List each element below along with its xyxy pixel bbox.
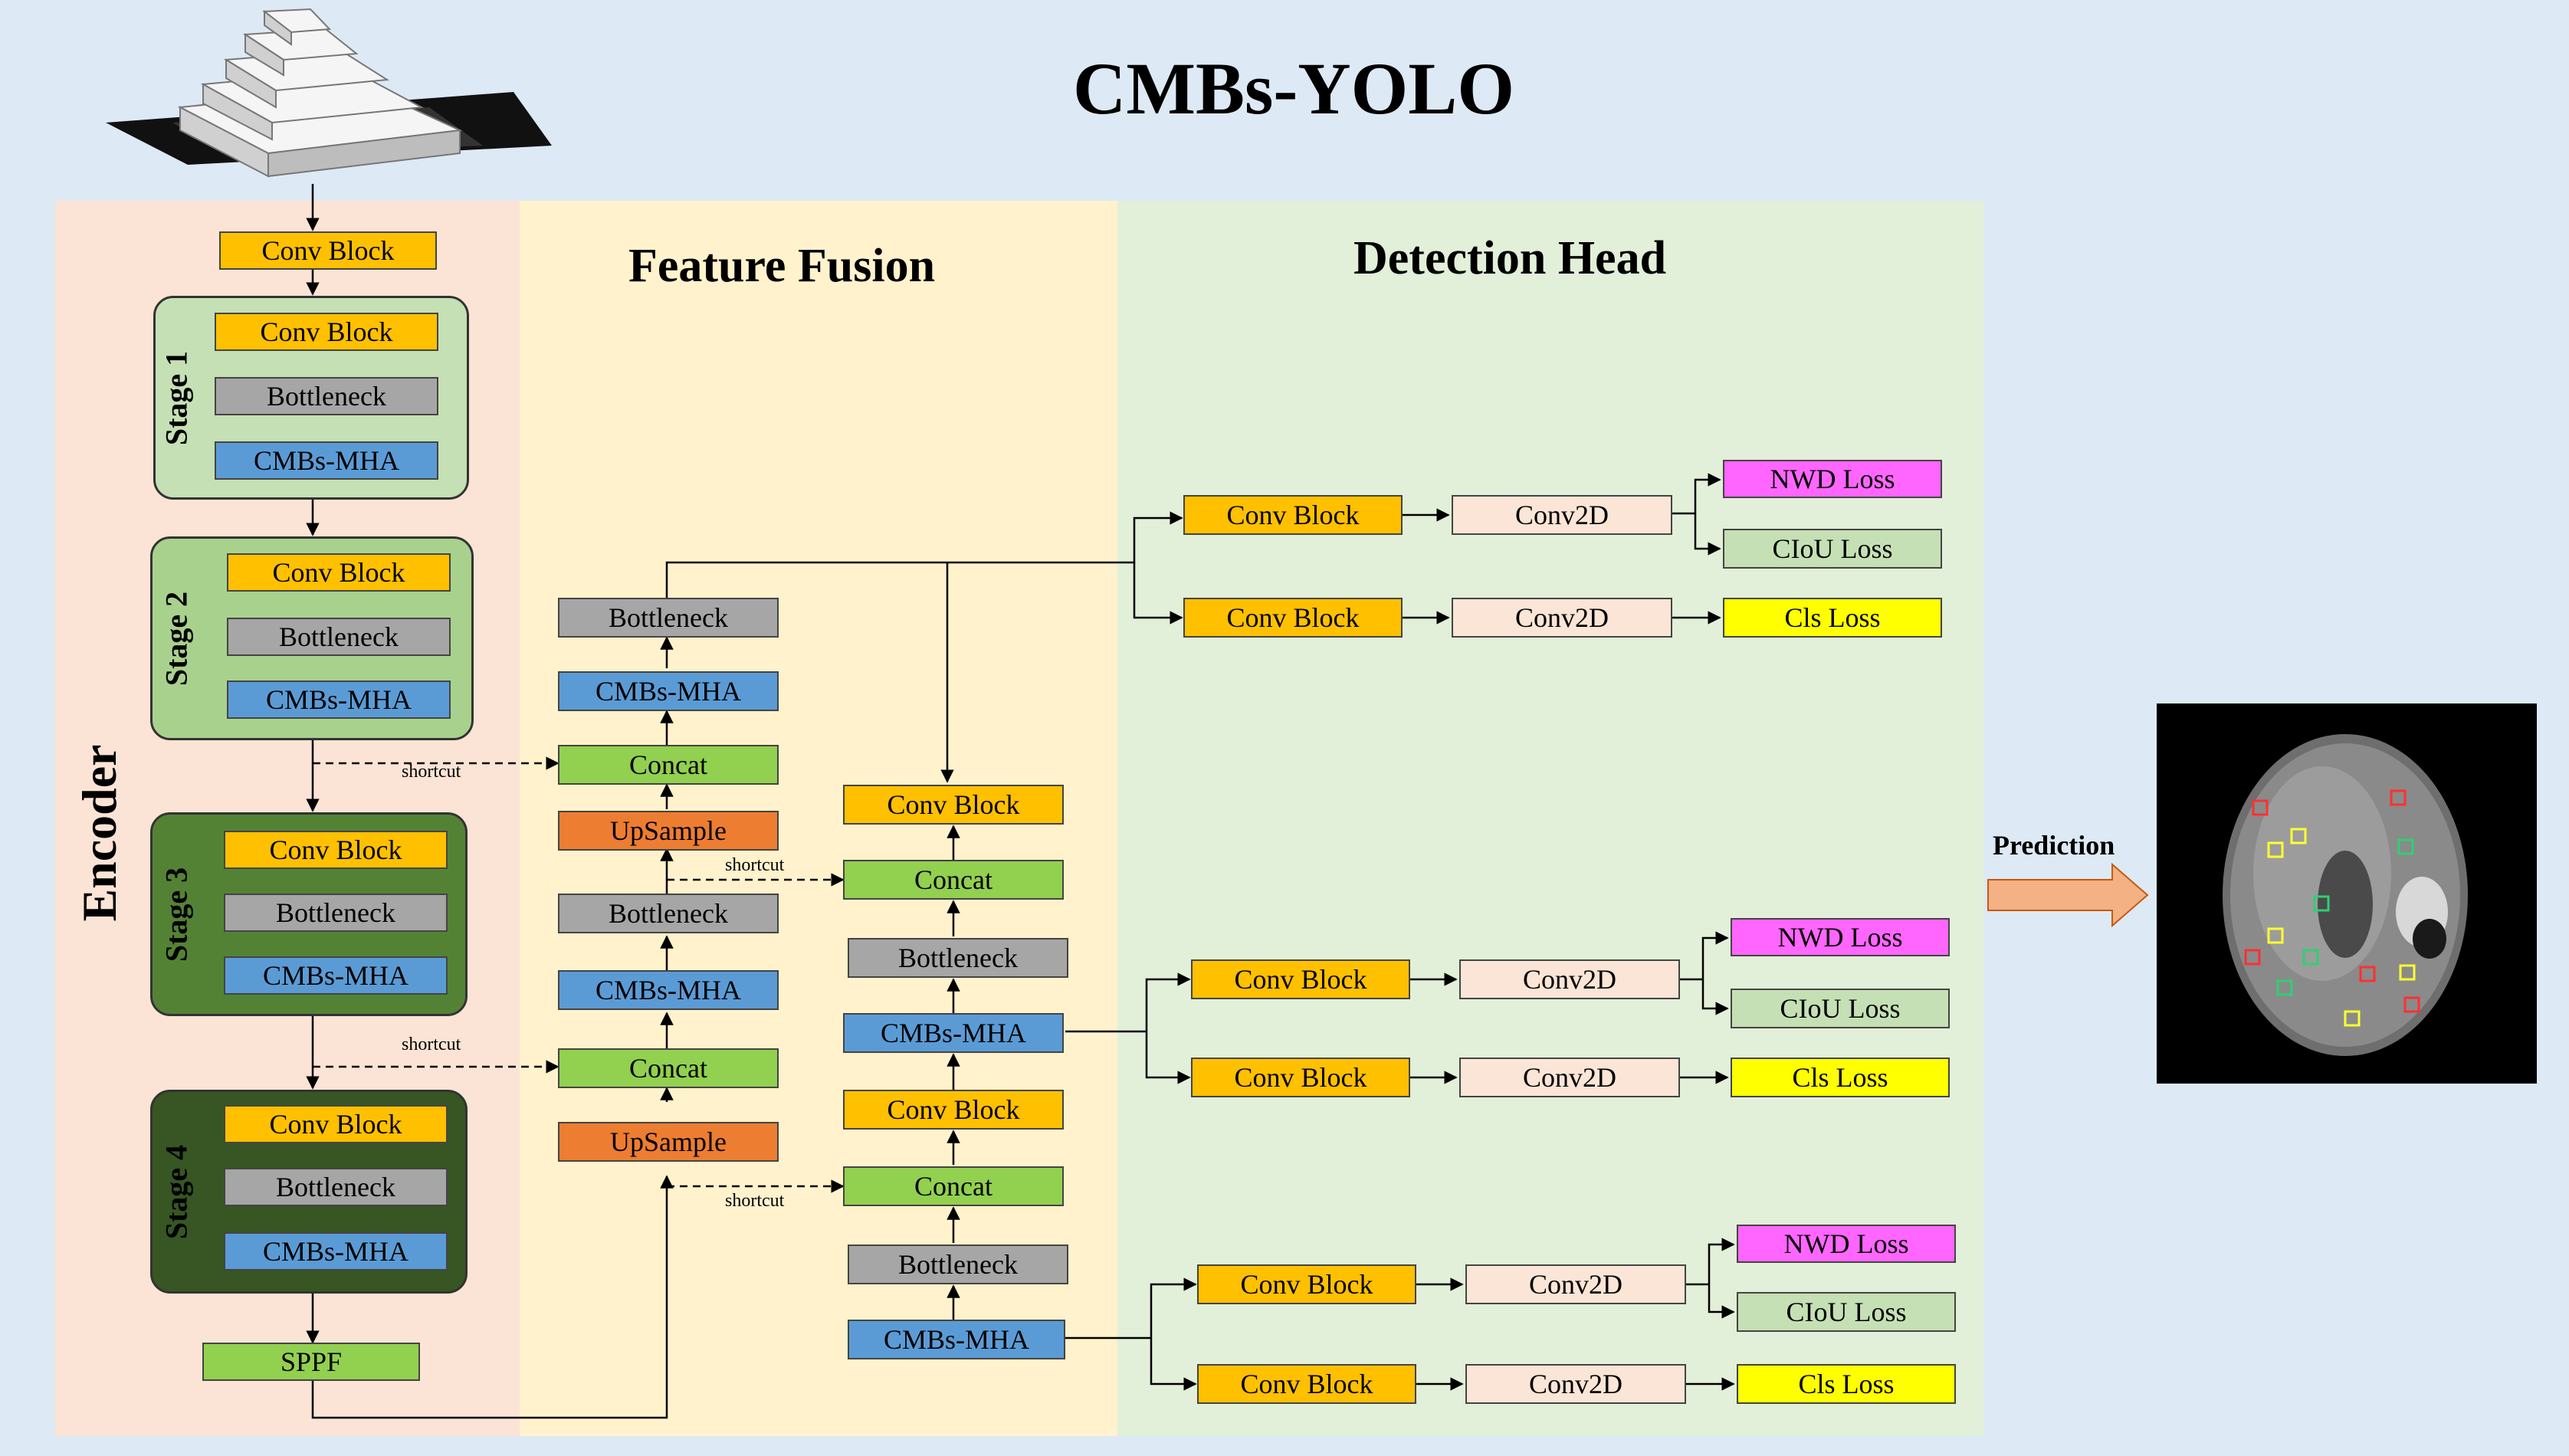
- fusion-concat-top: Concat: [558, 745, 779, 785]
- fusion-bottleneck-top: Bottleneck: [558, 598, 779, 638]
- fusion-mha-right-top: CMBs-MHA: [843, 1013, 1064, 1053]
- head-title: Detection Head: [1353, 232, 1667, 284]
- head3-conv2d-b: Conv2D: [1465, 1364, 1686, 1404]
- head2-conv2d-b: Conv2D: [1459, 1058, 1680, 1097]
- fusion-bottleneck-right-mid: Bottleneck: [848, 1244, 1068, 1284]
- head2-conv2d-a: Conv2D: [1459, 959, 1680, 999]
- fusion-title: Feature Fusion: [628, 240, 936, 292]
- head1-nwd-loss: NWD Loss: [1723, 460, 1942, 498]
- head2-nwd-loss: NWD Loss: [1731, 918, 1950, 956]
- head2-conv-block-a: Conv Block: [1191, 959, 1410, 999]
- prediction-label: Prediction: [1993, 830, 2115, 861]
- stage1-conv-block: Conv Block: [215, 313, 438, 351]
- fusion-mha-right-mid: CMBs-MHA: [848, 1320, 1065, 1359]
- stage2-conv-block: Conv Block: [227, 553, 451, 592]
- head1-conv2d-a: Conv2D: [1452, 495, 1672, 535]
- head1-conv-block-b: Conv Block: [1183, 598, 1403, 638]
- head2-ciou-loss: CIoU Loss: [1731, 989, 1950, 1028]
- head1-conv-block-a: Conv Block: [1183, 495, 1403, 535]
- stage4-conv-block: Conv Block: [224, 1105, 448, 1143]
- fusion-concat-right-mid: Concat: [843, 1166, 1064, 1206]
- head1-ciou-loss: CIoU Loss: [1723, 529, 1942, 569]
- stage1-mha: CMBs-MHA: [215, 441, 438, 480]
- stage2-mha: CMBs-MHA: [227, 680, 451, 719]
- head3-conv-block-a: Conv Block: [1197, 1264, 1416, 1304]
- head1-cls-loss: Cls Loss: [1723, 598, 1942, 638]
- head1-conv2d-b: Conv2D: [1452, 598, 1672, 638]
- fusion-upsample-top: UpSample: [558, 811, 779, 851]
- fusion-mha-top: CMBs-MHA: [558, 671, 779, 711]
- fusion-conv-block-top: Conv Block: [843, 785, 1064, 825]
- stage4-mha: CMBs-MHA: [224, 1232, 448, 1271]
- head2-conv-block-b: Conv Block: [1191, 1058, 1410, 1097]
- head2-cls-loss: Cls Loss: [1731, 1058, 1950, 1097]
- diagram-title: CMBs-YOLO: [1073, 48, 1514, 130]
- head3-cls-loss: Cls Loss: [1737, 1364, 1956, 1404]
- stage2-bottleneck: Bottleneck: [227, 618, 451, 656]
- head3-conv2d-a: Conv2D: [1465, 1264, 1686, 1304]
- fusion-conv-block-mid: Conv Block: [843, 1090, 1064, 1130]
- stage3-mha: CMBs-MHA: [224, 956, 448, 995]
- head3-nwd-loss: NWD Loss: [1737, 1225, 1956, 1263]
- fusion-bottleneck-mid: Bottleneck: [558, 894, 779, 933]
- shortcut-label-3: shortcut: [725, 855, 785, 875]
- fusion-bottleneck-right-top: Bottleneck: [848, 938, 1068, 978]
- stage4-bottleneck: Bottleneck: [224, 1168, 448, 1206]
- fusion-concat-mid: Concat: [558, 1048, 779, 1088]
- fusion-upsample-mid: UpSample: [558, 1122, 779, 1162]
- shortcut-label-4: shortcut: [725, 1191, 785, 1211]
- sppf-block: SPPF: [202, 1343, 420, 1381]
- head3-ciou-loss: CIoU Loss: [1737, 1292, 1956, 1332]
- stage3-bottleneck: Bottleneck: [224, 894, 448, 932]
- fusion-concat-right-top: Concat: [843, 860, 1064, 900]
- head3-conv-block-b: Conv Block: [1197, 1364, 1416, 1404]
- shortcut-label-2: shortcut: [402, 1035, 461, 1054]
- shortcut-label-1: shortcut: [402, 762, 461, 782]
- stage3-conv-block: Conv Block: [224, 831, 448, 869]
- stage1-bottleneck: Bottleneck: [215, 377, 438, 415]
- encoder-conv-block: Conv Block: [219, 231, 437, 270]
- fusion-mha-mid: CMBs-MHA: [558, 970, 779, 1010]
